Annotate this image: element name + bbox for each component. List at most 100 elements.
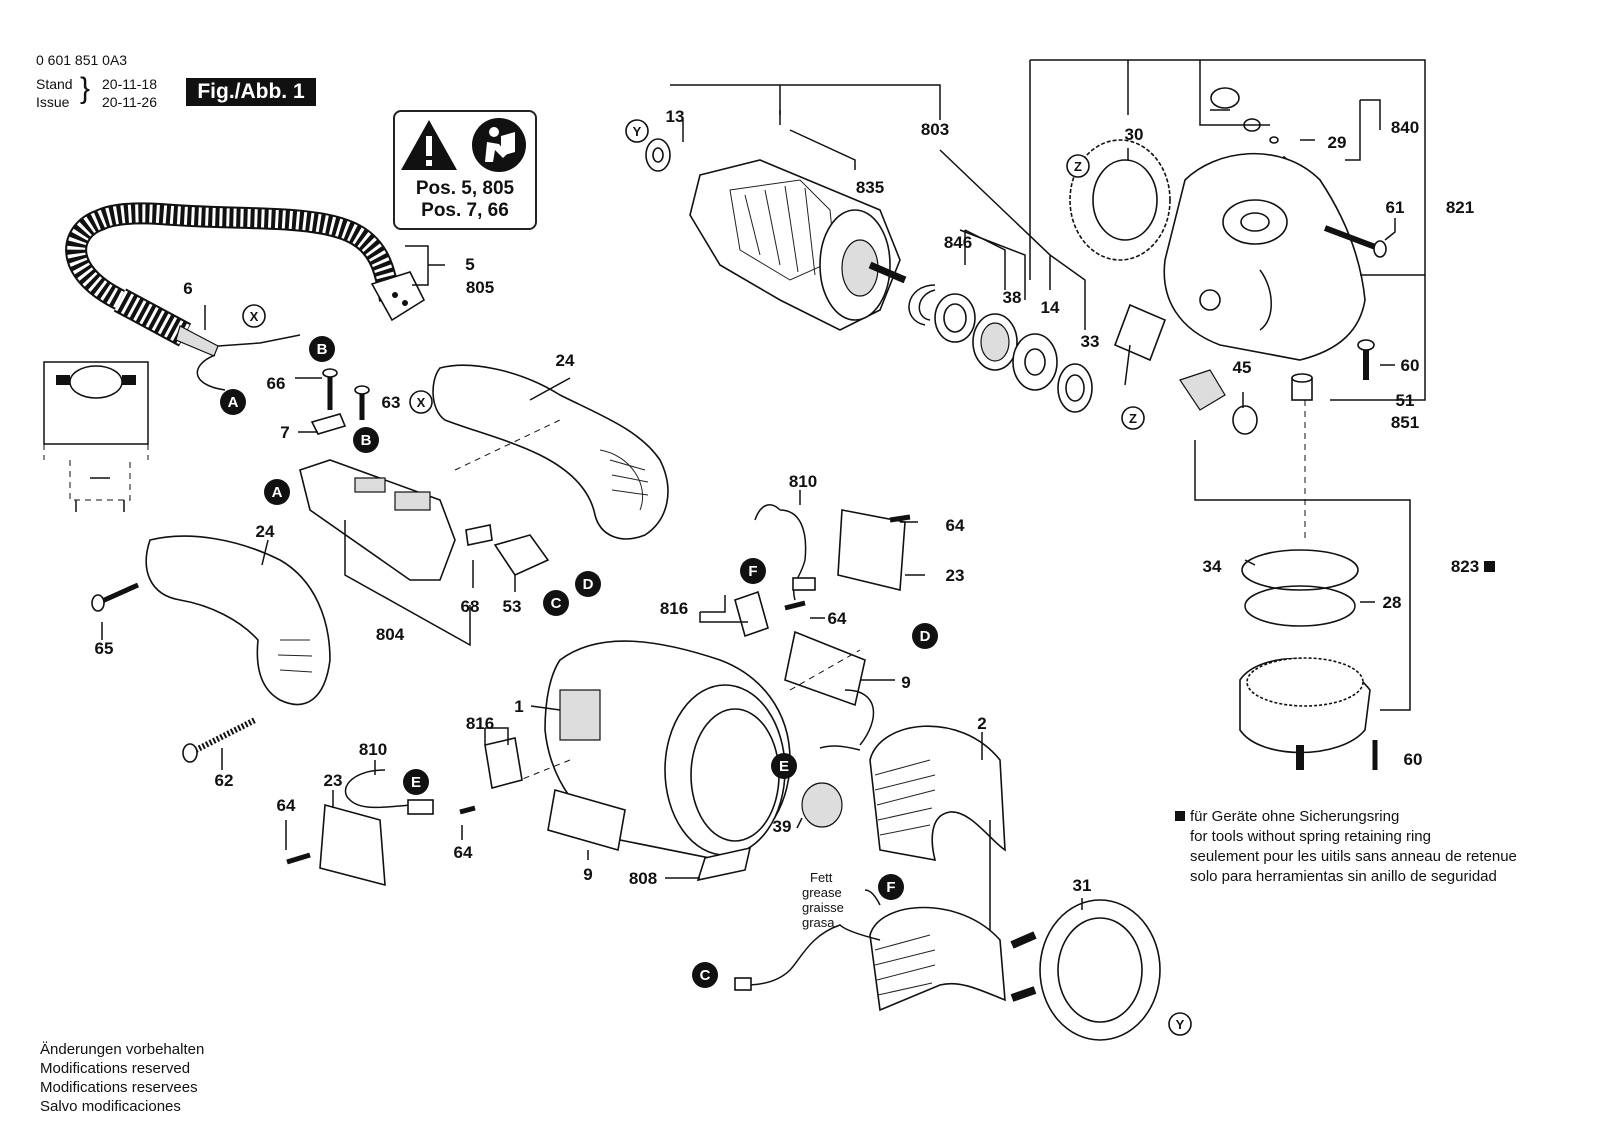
switch-assembly-804 bbox=[299, 459, 456, 581]
issue-label: Issue bbox=[36, 94, 70, 110]
label-9-bottom: 9 bbox=[583, 865, 592, 884]
note-line-en: for tools without spring retaining ring bbox=[1190, 828, 1431, 845]
svg-text:X: X bbox=[250, 309, 259, 324]
label-45: 45 bbox=[1233, 358, 1252, 377]
label-810-top: 810 bbox=[789, 472, 817, 491]
marker-y-1: Y bbox=[625, 119, 649, 143]
field-coil-lower bbox=[734, 889, 1006, 1012]
warning-line-1: Pos. 5, 805 bbox=[415, 178, 515, 199]
label-804: 804 bbox=[376, 625, 405, 644]
svg-text:Y: Y bbox=[1176, 1017, 1185, 1032]
leader-821 bbox=[1030, 59, 1426, 276]
brush-cover-23-top bbox=[837, 509, 906, 591]
label-34: 34 bbox=[1203, 557, 1222, 576]
label-835: 835 bbox=[856, 178, 884, 197]
brush-holder-816-top bbox=[734, 590, 769, 638]
leader-816-top bbox=[699, 595, 748, 623]
label-1: 1 bbox=[514, 697, 523, 716]
marker-y-2: Y bbox=[1168, 1012, 1192, 1036]
label-63: 63 bbox=[382, 393, 401, 412]
marker-d-1: D bbox=[575, 571, 601, 597]
label-68: 68 bbox=[461, 597, 480, 616]
screw-64-b bbox=[784, 600, 806, 611]
label-33: 33 bbox=[1081, 332, 1100, 351]
label-821: 821 bbox=[1446, 198, 1474, 217]
svg-text:E: E bbox=[411, 774, 421, 791]
power-cord bbox=[65, 202, 401, 391]
label-53: 53 bbox=[503, 597, 522, 616]
carbon-brush-810-top bbox=[754, 504, 816, 601]
grease-de: Fett bbox=[810, 870, 833, 885]
assembly-line-holder bbox=[519, 759, 571, 781]
svg-text:A: A bbox=[272, 484, 283, 501]
svg-text:Z: Z bbox=[1129, 411, 1137, 426]
warning-icons bbox=[401, 118, 526, 172]
leader-5-805 bbox=[405, 245, 445, 286]
screw-65 bbox=[91, 582, 140, 612]
carbon-brush-810-bottom bbox=[344, 769, 434, 815]
label-808: 808 bbox=[629, 869, 657, 888]
sleeve-39 bbox=[801, 782, 843, 828]
screw-62 bbox=[182, 717, 257, 763]
label-14: 14 bbox=[1041, 298, 1060, 317]
screw-64-a bbox=[889, 514, 911, 523]
marker-c-1: C bbox=[543, 590, 569, 616]
end-cover-31 bbox=[1010, 899, 1161, 1041]
field-coil-2 bbox=[819, 689, 1006, 862]
stand-date: 20-11-18 bbox=[102, 76, 158, 92]
marker-d-2: D bbox=[912, 623, 938, 649]
marker-x-1: X bbox=[242, 304, 266, 328]
gear-housing-821 bbox=[1163, 152, 1366, 361]
label-65: 65 bbox=[95, 639, 114, 658]
marker-e-1: E bbox=[403, 769, 429, 795]
label-24-bottom: 24 bbox=[256, 522, 275, 541]
label-30: 30 bbox=[1125, 125, 1144, 144]
svg-text:X: X bbox=[417, 395, 426, 410]
label-60-bottom: 60 bbox=[1404, 750, 1423, 769]
leader-24-bottom bbox=[261, 539, 269, 566]
bullet-square-icon bbox=[1175, 811, 1185, 821]
marker-a-2: A bbox=[264, 479, 290, 505]
ball-bearing-14 bbox=[1012, 333, 1058, 391]
interference-part-68 bbox=[465, 524, 493, 546]
part-number: 0 601 851 0A3 bbox=[36, 52, 128, 68]
label-64-d: 64 bbox=[277, 796, 296, 815]
marker-e-2: E bbox=[771, 753, 797, 779]
brace-icon: } bbox=[80, 72, 91, 105]
marker-z-2: Z bbox=[1121, 406, 1145, 430]
marker-x-2: X bbox=[409, 390, 433, 414]
label-62: 62 bbox=[215, 771, 234, 790]
label-6: 6 bbox=[183, 279, 192, 298]
needle-bearing-38 bbox=[972, 313, 1018, 371]
label-64-b: 64 bbox=[828, 609, 847, 628]
grease-es: grasa bbox=[802, 915, 835, 930]
footer-line-de: Änderungen vorbehalten bbox=[40, 1041, 205, 1058]
svg-text:C: C bbox=[700, 967, 711, 984]
svg-text:F: F bbox=[748, 563, 757, 580]
svg-text:C: C bbox=[551, 595, 562, 612]
leader-24-top bbox=[529, 377, 571, 401]
leader-835 bbox=[779, 110, 856, 170]
marker-f-1: F bbox=[740, 558, 766, 584]
grease-en: grease bbox=[802, 885, 842, 900]
brush-holder-816-bottom bbox=[484, 737, 523, 790]
label-51: 51 bbox=[1396, 391, 1415, 410]
warning-line-2: Pos. 7, 66 bbox=[421, 200, 509, 221]
footer-line-en: Modifications reserved bbox=[40, 1060, 191, 1077]
leader-1 bbox=[530, 705, 561, 711]
leader-51 bbox=[1330, 275, 1426, 401]
spindle-assembly-823 bbox=[1239, 549, 1371, 770]
svg-text:Z: Z bbox=[1074, 159, 1082, 174]
safety-warning-box: Pos. 5, 805 Pos. 7, 66 bbox=[393, 110, 537, 230]
label-851: 851 bbox=[1391, 413, 1419, 432]
footer-line-es: Salvo modificaciones bbox=[40, 1098, 181, 1115]
leader-846-38 bbox=[964, 229, 1006, 290]
handle-24-top bbox=[432, 364, 669, 540]
label-60-top: 60 bbox=[1401, 356, 1420, 375]
leader-39 bbox=[796, 817, 803, 829]
svg-text:D: D bbox=[583, 576, 594, 593]
label-840: 840 bbox=[1391, 118, 1419, 137]
brush-pad bbox=[1113, 303, 1167, 386]
label-13: 13 bbox=[666, 107, 685, 126]
note-line-de: für Geräte ohne Sicherungsring bbox=[1190, 808, 1400, 825]
